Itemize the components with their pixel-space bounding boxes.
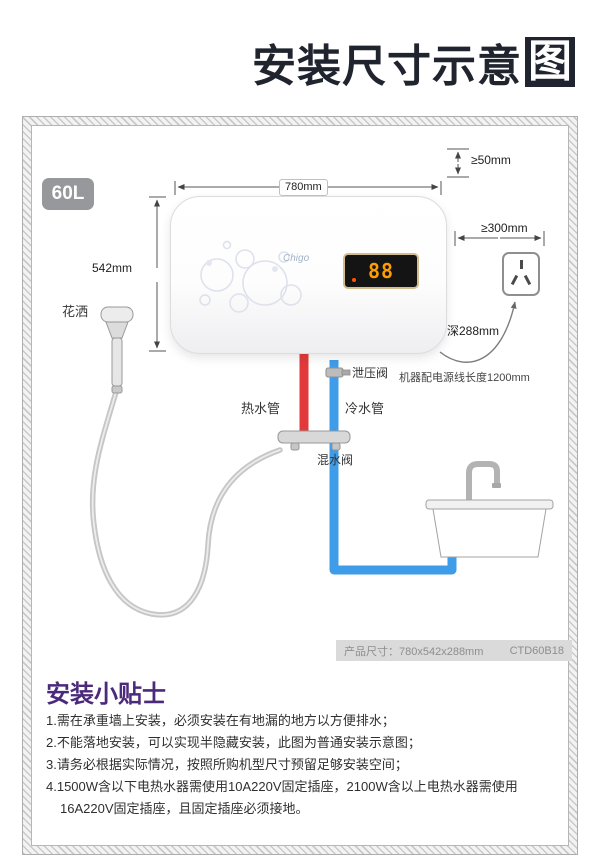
tip-item: 2.不能落地安装，可以实现半隐藏安装，此图为普通安装示意图； [46,735,421,750]
tip-item: 4.1500W含以下电热水器需使用10A220V固定插座，2100W含以上电热水… [46,779,518,816]
display-indicator-dot [352,278,356,282]
brand-logo: Chigo [283,253,310,264]
outlet-left-slot-icon [510,274,519,286]
product-size-bar: 产品尺寸：780x542x288mm CTD60B18 [336,640,572,661]
bubbles-decoration-icon [199,240,302,313]
capacity-badge: 60L [42,178,94,210]
tips-heading: 安装小贴士 [46,681,166,708]
tip-item: 3.请务必根据实际情况，按照所购机型尺寸预留足够安装空间； [46,757,408,772]
title-text: 安装尺寸示意 [252,42,522,91]
control-display: 88 [343,253,419,289]
hot-pipe-label: 热水管 [241,401,281,416]
dim-width-label: 780mm [279,179,328,196]
dim-depth-label: 深288mm [447,324,500,338]
model-number: CTD60B18 [509,644,564,657]
power-cord-label: 机器配电源线长度1200mm [399,372,530,384]
page-title: 安装尺寸示意 图 [252,30,575,94]
dim-height-label: 542mm [92,261,133,275]
dim-top-clearance-label: ≥50mm [471,153,511,167]
display-digits: 88 [367,259,395,283]
tip-item: 1.需在承重墙上安装，必须安装在有地漏的地方以方便排水； [46,713,395,728]
water-heater: Chigo 88 [170,196,447,354]
shower-label: 花洒 [62,304,89,319]
tips-list: 1.需在承重墙上安装，必须安装在有地漏的地方以方便排水； 2.不能落地安装，可以… [46,710,538,820]
cold-pipe-label: 冷水管 [345,401,385,416]
product-size-text: 产品尺寸：780x542x288mm [344,645,484,658]
power-outlet-icon [502,252,540,296]
relief-valve-label: 泄压阀 [352,366,389,380]
dim-side-clearance-label: ≥300mm [481,221,528,235]
mixing-valve-label: 混水阀 [317,453,354,467]
outlet-ground-slot-icon [520,260,523,269]
title-tail-block: 图 [525,36,575,88]
outlet-right-slot-icon [523,274,532,286]
